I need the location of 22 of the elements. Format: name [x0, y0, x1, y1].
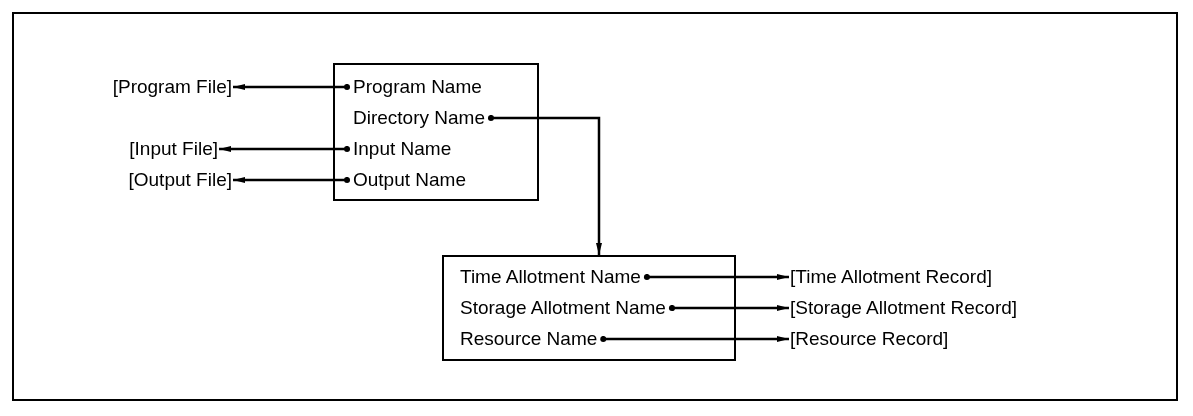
field-name: Input Name	[353, 138, 452, 160]
record-box	[333, 63, 539, 201]
record-label: [Program File]	[112, 76, 232, 98]
arrow	[643, 273, 789, 281]
record-box	[442, 255, 736, 361]
field-name: Resource Name	[460, 328, 598, 350]
field-name: Program Name	[353, 76, 482, 98]
arrow	[219, 145, 351, 153]
record-label: [Time Allotment Record]	[790, 266, 993, 288]
arrow	[487, 114, 602, 255]
field-name: Output Name	[353, 169, 466, 191]
record-label: [Output File]	[128, 169, 232, 191]
record-label: [Storage Allotment Record]	[790, 297, 1018, 319]
field-name: Directory Name	[353, 107, 485, 129]
arrow	[600, 335, 789, 343]
record-label: [Input File]	[129, 138, 218, 160]
arrow	[668, 304, 789, 312]
field-name: Storage Allotment Name	[460, 297, 666, 319]
field-name: Time Allotment Name	[460, 266, 641, 288]
record-label: [Resource Record]	[790, 328, 949, 350]
arrow	[233, 83, 351, 91]
arrow	[233, 176, 351, 184]
